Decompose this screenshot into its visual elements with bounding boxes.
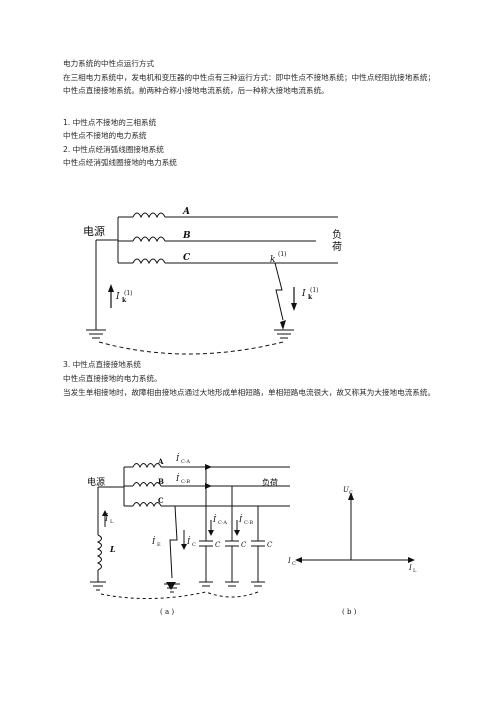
coil-b [132,236,166,243]
svg-text:L: L [413,568,417,574]
svg-text:I: I [287,557,291,565]
current-right-sub: k [308,294,313,301]
arrow-right-icon [408,557,415,563]
svg-text:C·A: C·A [181,459,190,465]
svg-text:İ: İ [212,515,217,524]
fault-lightning [274,262,284,321]
load-label-1: 负 [332,228,342,241]
current-left-sub: k [122,297,127,304]
section3-paragraph: 当发生单相接地时，故障相由接地点通过大地形成单相短路，单相短路电流很大，故又称其… [63,388,436,397]
arrow-down-icon [166,582,176,590]
current-right-sup: (1) [310,287,319,294]
fig2-phase-a: A [157,457,164,466]
svg-text:İ: İ [238,515,243,524]
svg-text:C·B: C·B [244,520,253,526]
caption-b: ( b ) [342,608,357,616]
section2-subtitle: 中性点经消弧线圈接地的电力系统 [63,158,177,167]
svg-text:İ: İ [175,474,180,483]
svg-text:C: C [215,541,221,549]
inductor-coil [96,534,102,571]
svg-text:C: C [267,541,273,549]
fault-point-sup: (1) [278,251,287,258]
section1-subtitle: 中性点不接地的电力系统 [63,131,147,140]
coil-a [132,212,166,219]
arrow-down-icon [280,320,286,330]
svg-text:E: E [157,542,161,548]
ground-return-path [98,341,284,355]
current-left-sup: (1) [124,290,133,297]
fault-point-label: k [270,255,275,265]
fig2-phase-c: C [158,496,164,505]
svg-text:C: C [292,561,296,567]
source-label: 电源 [83,224,105,238]
svg-text:İ: İ [104,514,109,523]
section3-heading: 3. 中性点直接接地系统 [63,360,142,369]
svg-text:C: C [241,541,247,549]
svg-text:C·A: C·A [218,520,227,526]
arrow-down-icon [208,530,214,536]
arrow-up-icon [108,284,114,292]
arrow-down-icon [181,544,187,550]
arrow-left-icon [295,557,302,563]
section1-heading: 1. 中性点不接地的三相系统 [63,118,157,127]
svg-text:İ: İ [186,537,191,546]
fig2-source-label: 电源 [87,476,105,488]
svg-text:U: U [343,486,350,494]
svg-text:İ: İ [175,454,180,463]
arrow-right-icon [205,483,212,489]
arrow-down-icon [234,530,240,536]
section2-heading: 2. 中性点经消弧线圈接地系统 [63,145,164,154]
arrow-right-icon [205,464,212,470]
svg-text:I: I [408,564,412,572]
arrow-up-icon [348,492,354,500]
section3-subtitle: 中性点直接接地的电力系统。 [63,374,162,383]
load-label-2: 荷 [332,241,342,253]
intro-paragraph: 在三相电力系统中，发电机和变压器的中性点有三种运行方式：即中性点不接地系统；中性… [63,73,436,95]
arrow-up-icon [102,510,108,516]
current-left-label: I [115,292,120,302]
coil-c [132,258,166,265]
phase-c-label: C [183,253,191,263]
fig2-load-label: 负荷 [262,477,278,487]
doc-title: 电力系统的中性点运行方式 [63,59,155,68]
phase-a-label: A [182,207,190,217]
svg-text:İ: İ [151,537,156,546]
phase-b-label: B [182,231,191,241]
current-right-label: I [301,289,306,299]
arrow-down-icon [291,303,297,311]
fig2-phase-b: B [158,477,164,486]
svg-text:C: C [192,542,196,548]
svg-text:L: L [110,519,114,525]
caption-a: ( a ) [160,608,174,616]
svg-text:C: C [349,490,353,496]
svg-text:C·B: C·B [181,479,190,485]
inductor-label: L [109,544,116,554]
